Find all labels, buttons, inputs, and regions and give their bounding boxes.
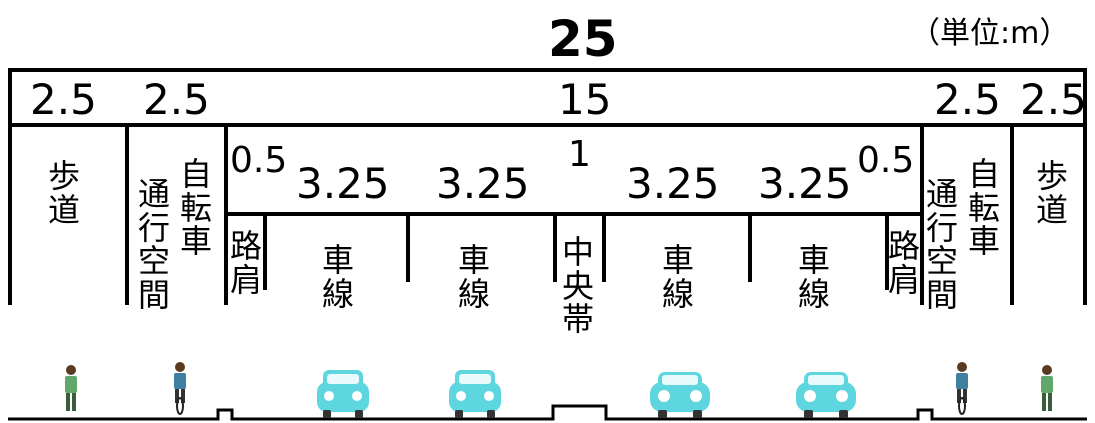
pedestrian-icon bbox=[1041, 365, 1053, 411]
width-median: 1 bbox=[568, 134, 591, 175]
width-carriageway: 15 bbox=[558, 75, 612, 124]
label-lane-2: 車線 bbox=[458, 241, 491, 313]
car-icon bbox=[650, 372, 710, 418]
width-lane-2: 3.25 bbox=[436, 159, 530, 208]
label-median: 中央帯 bbox=[562, 233, 595, 339]
label-sidewalk-left: 歩道 bbox=[48, 157, 81, 229]
width-lane-1: 3.25 bbox=[296, 159, 390, 208]
width-lane-4: 3.25 bbox=[758, 159, 852, 208]
width-lane-3: 3.25 bbox=[626, 159, 720, 208]
car-icon bbox=[317, 370, 369, 418]
width-bike-left: 2.5 bbox=[143, 75, 210, 124]
label-shoulder-right: 路肩 bbox=[888, 227, 921, 299]
label-bike-right-a: 自転車 bbox=[968, 155, 1001, 261]
width-shoulder-right: 0.5 bbox=[857, 140, 915, 181]
cyclist-icon bbox=[174, 362, 186, 415]
label-lane-4: 車線 bbox=[798, 241, 831, 313]
width-sidewalk-right: 2.5 bbox=[1020, 75, 1087, 124]
label-sidewalk-right: 歩道 bbox=[1036, 157, 1069, 229]
road-surface-profile bbox=[8, 404, 1087, 421]
unit-note: （単位:m） bbox=[910, 16, 1070, 51]
label-bike-right-b: 通行空間 bbox=[926, 175, 959, 314]
total-width: 25 bbox=[548, 10, 618, 68]
pedestrian-icon bbox=[65, 365, 77, 411]
car-icon bbox=[796, 372, 856, 418]
label-bike-left-a: 自転車 bbox=[180, 155, 213, 261]
label-shoulder-left: 路肩 bbox=[230, 227, 263, 299]
car-icon bbox=[449, 370, 501, 418]
width-sidewalk-left: 2.5 bbox=[30, 75, 97, 124]
label-bike-left-b: 通行空間 bbox=[138, 175, 171, 314]
cyclist-icon bbox=[956, 362, 968, 415]
label-lane-1: 車線 bbox=[322, 241, 355, 313]
width-shoulder-left: 0.5 bbox=[230, 140, 288, 181]
width-bike-right: 2.5 bbox=[934, 75, 1001, 124]
label-lane-3: 車線 bbox=[662, 241, 695, 313]
